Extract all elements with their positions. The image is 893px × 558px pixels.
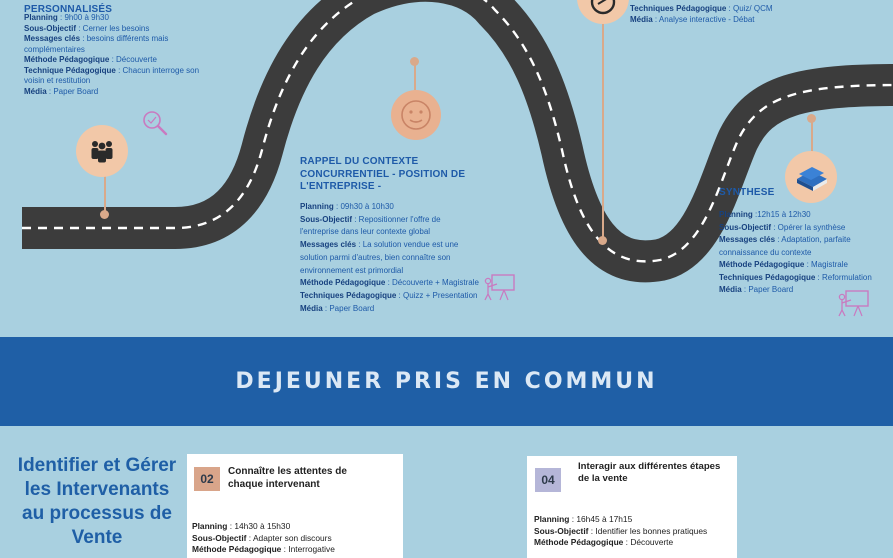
detail-row: Média : Paper Board bbox=[24, 86, 99, 96]
detail-row: Planning : 14h30 à 15h30 bbox=[192, 521, 291, 531]
card-number: 02 bbox=[194, 467, 220, 491]
detail-row: Sous-Objectif : Repositionner l'offre de… bbox=[300, 214, 441, 237]
afternoon-section: Identifier et Gérer les Intervenants au … bbox=[0, 426, 893, 558]
roadmap-section: TOUR D'HORIZON - AVIS PERSONNALISÉS Plan… bbox=[22, 0, 893, 317]
detail-row: Sous-Objectif : Identifier les bonnes pr… bbox=[534, 525, 708, 536]
chat-icon bbox=[590, 0, 616, 15]
session-card-02: 02 Connaître les attentes de chaque inte… bbox=[187, 454, 403, 558]
presentation-icon bbox=[484, 274, 515, 301]
magnifier-icon bbox=[143, 111, 168, 136]
block1-heading: TOUR D'HORIZON - AVIS PERSONNALISÉS bbox=[24, 0, 146, 15]
detail-row: Planning : 09h30 à 10h30 bbox=[300, 202, 394, 211]
detail-row: Méthode Pédagogique : Découverte bbox=[24, 55, 157, 64]
pin-dot bbox=[100, 210, 109, 219]
detail-row: Planning :12h15 à 12h30 bbox=[719, 210, 811, 219]
card-details: Planning : 14h30 à 15h30 Sous-Objectif :… bbox=[192, 521, 398, 556]
pin-dot bbox=[410, 57, 419, 66]
group-circle bbox=[76, 125, 128, 177]
pin-dot bbox=[598, 236, 607, 245]
detail-row: Média : Paper Board bbox=[719, 285, 794, 294]
detail-row: Planning : 9h00 à 9h30 bbox=[24, 13, 109, 22]
detail-row: Technique Pédagogique : Chacun interroge… bbox=[24, 65, 200, 86]
section-title: Identifier et Gérer les Intervenants au … bbox=[17, 455, 177, 548]
block2-heading: RAPPEL DU CONTEXTE CONCURRENTIEL - POSIT… bbox=[300, 156, 466, 192]
block2-details: Planning : 09h30 à 10h30 Sous-Objectif :… bbox=[300, 201, 480, 315]
detail-row: Sous-Objectif : Adapter son discours bbox=[192, 532, 332, 543]
block4-heading: SYNTHESE bbox=[719, 187, 775, 198]
detail-row: Techniques Pédagogique : Quiz/ QCM bbox=[630, 4, 773, 13]
detail-row: Méthode Pédagogique : Magistrale bbox=[719, 260, 848, 269]
pin-stem bbox=[104, 170, 106, 215]
detail-row: Méthode Pédagogique : Interrogative bbox=[192, 544, 335, 554]
detail-row: Méthode Pédagogique : Découverte + Magis… bbox=[300, 278, 479, 288]
books-circle bbox=[785, 151, 837, 203]
detail-row: Sous-Objectif : Cerner les besoins bbox=[24, 23, 150, 33]
group-people-icon bbox=[91, 141, 113, 163]
detail-row: Média : Paper Board bbox=[300, 303, 375, 313]
face-icon bbox=[401, 100, 431, 130]
lunch-banner: DEJEUNER PRIS EN COMMUN bbox=[0, 337, 893, 426]
detail-row: Média : Analyse interactive - Débat bbox=[630, 14, 755, 24]
pin-stem bbox=[602, 24, 604, 239]
detail-row: Techniques Pédagogique : Reformulation bbox=[719, 272, 872, 282]
detail-row: Messages clés : La solution vendue est u… bbox=[300, 240, 459, 275]
block4-details: Planning :12h15 à 12h30 Sous-Objectif : … bbox=[719, 209, 889, 297]
pin-stem bbox=[811, 118, 813, 152]
detail-row: Planning : 16h45 à 17h15 bbox=[534, 514, 633, 524]
card-title: Connaître les attentes de chaque interve… bbox=[228, 466, 347, 490]
pin-dot bbox=[807, 114, 816, 123]
presentation-icon bbox=[838, 290, 869, 317]
card-details: Planning : 16h45 à 17h15 Sous-Objectif :… bbox=[534, 514, 730, 549]
card-title: Interagir aux différentes étapes de la v… bbox=[578, 461, 721, 484]
detail-row: Méthode Pédagogique : Découverte bbox=[534, 537, 674, 547]
detail-row: Techniques Pédagogique : Quizz + Present… bbox=[300, 290, 478, 300]
chat-circle bbox=[577, 0, 629, 24]
banner-text: DEJEUNER PRIS EN COMMUN bbox=[235, 369, 658, 394]
face-circle bbox=[391, 90, 441, 140]
detail-row: Messages clés : Adaptation, parfaite con… bbox=[719, 235, 851, 257]
block3-details: Techniques Pédagogique : Quiz/ QCM Média… bbox=[630, 4, 830, 25]
card-number: 04 bbox=[535, 468, 561, 492]
road-path bbox=[22, 0, 893, 283]
detail-row: Messages clés : besoins différents mais … bbox=[24, 34, 169, 54]
pin-stem bbox=[414, 62, 416, 90]
session-card-04: 04 Interagir aux différentes étapes de l… bbox=[527, 456, 737, 558]
detail-row: Sous-Objectif : Opérer la synthèse bbox=[719, 222, 846, 232]
block1-details: Planning : 9h00 à 9h30 Sous-Objectif : C… bbox=[24, 13, 204, 97]
books-icon bbox=[797, 167, 827, 191]
